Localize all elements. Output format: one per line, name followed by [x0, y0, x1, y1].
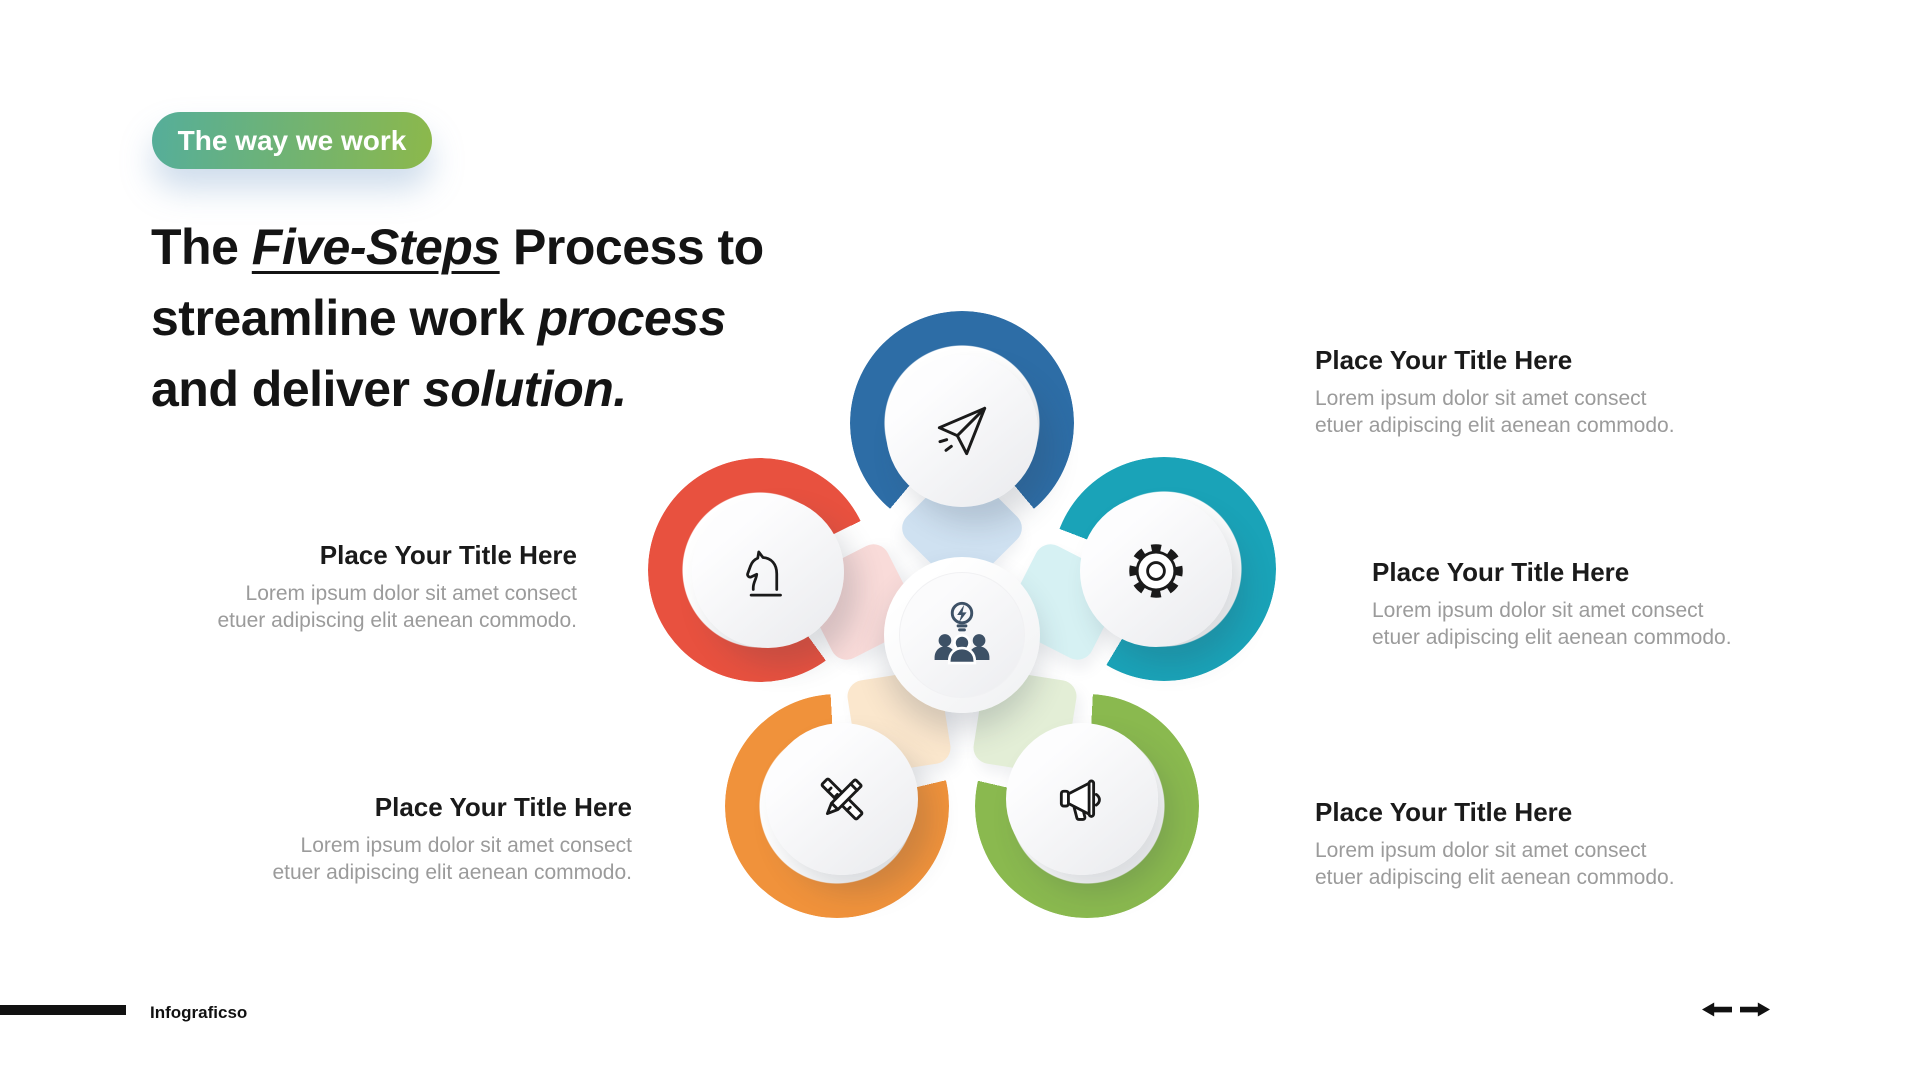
- slide-title-emphasis: solution.: [422, 361, 627, 417]
- slide-title-emphasis: Five-Steps: [251, 219, 500, 275]
- paper-plane-icon: [937, 406, 987, 456]
- footer-rule: [0, 1005, 126, 1015]
- step-text-right: Place Your Title Here Lorem ipsum dolor …: [1372, 557, 1802, 651]
- step-title: Place Your Title Here: [374, 792, 632, 822]
- step-title: Place Your Title Here: [1315, 797, 1573, 827]
- slide-title-text: The: [151, 219, 252, 275]
- team-idea-icon: [934, 601, 990, 665]
- step-body-line: Lorem ipsum dolor sit amet consect: [1315, 387, 1647, 410]
- step-circle-top: [886, 355, 1038, 507]
- slide-title: The Five-Steps Process to streamline work…: [151, 212, 851, 425]
- slide-title-emphasis: process: [537, 290, 727, 346]
- step-text-bottom-right: Place Your Title Here Lorem ipsum dolor …: [1315, 797, 1745, 891]
- brand-label: Infograficso: [150, 1003, 248, 1022]
- pencil-ruler-icon: [820, 777, 864, 821]
- center-hub-inner: [899, 572, 1025, 698]
- step-title: Place Your Title Here: [1315, 345, 1573, 375]
- step-circle-right: [1080, 495, 1232, 647]
- step-circle-bottom-right: [1006, 723, 1158, 875]
- prev-slide-button[interactable]: [1702, 1001, 1732, 1018]
- left-arrow-icon: [1702, 1002, 1732, 1017]
- step-text-left: Place Your Title Here Lorem ipsum dolor …: [147, 540, 577, 634]
- step-body-line: Lorem ipsum dolor sit amet consect: [1372, 599, 1704, 622]
- megaphone-icon: [1059, 779, 1101, 821]
- step-title: Place Your Title Here: [1372, 557, 1630, 587]
- step-circle-left: [692, 496, 844, 648]
- slide-title-text: and deliver: [151, 361, 423, 417]
- gear-icon: [1129, 544, 1183, 598]
- step-body-line: etuer adipiscing elit aenean commodo.: [1315, 866, 1675, 889]
- step-text-top: Place Your Title Here Lorem ipsum dolor …: [1315, 345, 1745, 439]
- step-text-bottom-left: Place Your Title Here Lorem ipsum dolor …: [202, 792, 632, 886]
- step-body-line: Lorem ipsum dolor sit amet consect: [1315, 839, 1647, 862]
- section-badge: The way we work: [152, 112, 432, 169]
- step-body-line: Lorem ipsum dolor sit amet consect: [245, 582, 577, 605]
- section-badge-label: The way we work: [177, 124, 407, 156]
- next-slide-button[interactable]: [1740, 1001, 1770, 1018]
- chess-knight-icon: [746, 550, 782, 597]
- step-body-line: etuer adipiscing elit aenean commodo.: [272, 861, 632, 884]
- step-body-line: Lorem ipsum dolor sit amet consect: [300, 834, 632, 857]
- step-body-line: etuer adipiscing elit aenean commodo.: [1315, 414, 1675, 437]
- step-body-line: etuer adipiscing elit aenean commodo.: [1372, 626, 1732, 649]
- step-body-line: etuer adipiscing elit aenean commodo.: [217, 609, 577, 632]
- step-title: Place Your Title Here: [319, 540, 577, 570]
- center-hub: [884, 557, 1040, 713]
- right-arrow-icon: [1740, 1002, 1770, 1017]
- slide-title-text: streamline work: [151, 290, 538, 346]
- step-circle-bottom-left: [766, 723, 918, 875]
- slide-title-text: Process to: [499, 219, 764, 275]
